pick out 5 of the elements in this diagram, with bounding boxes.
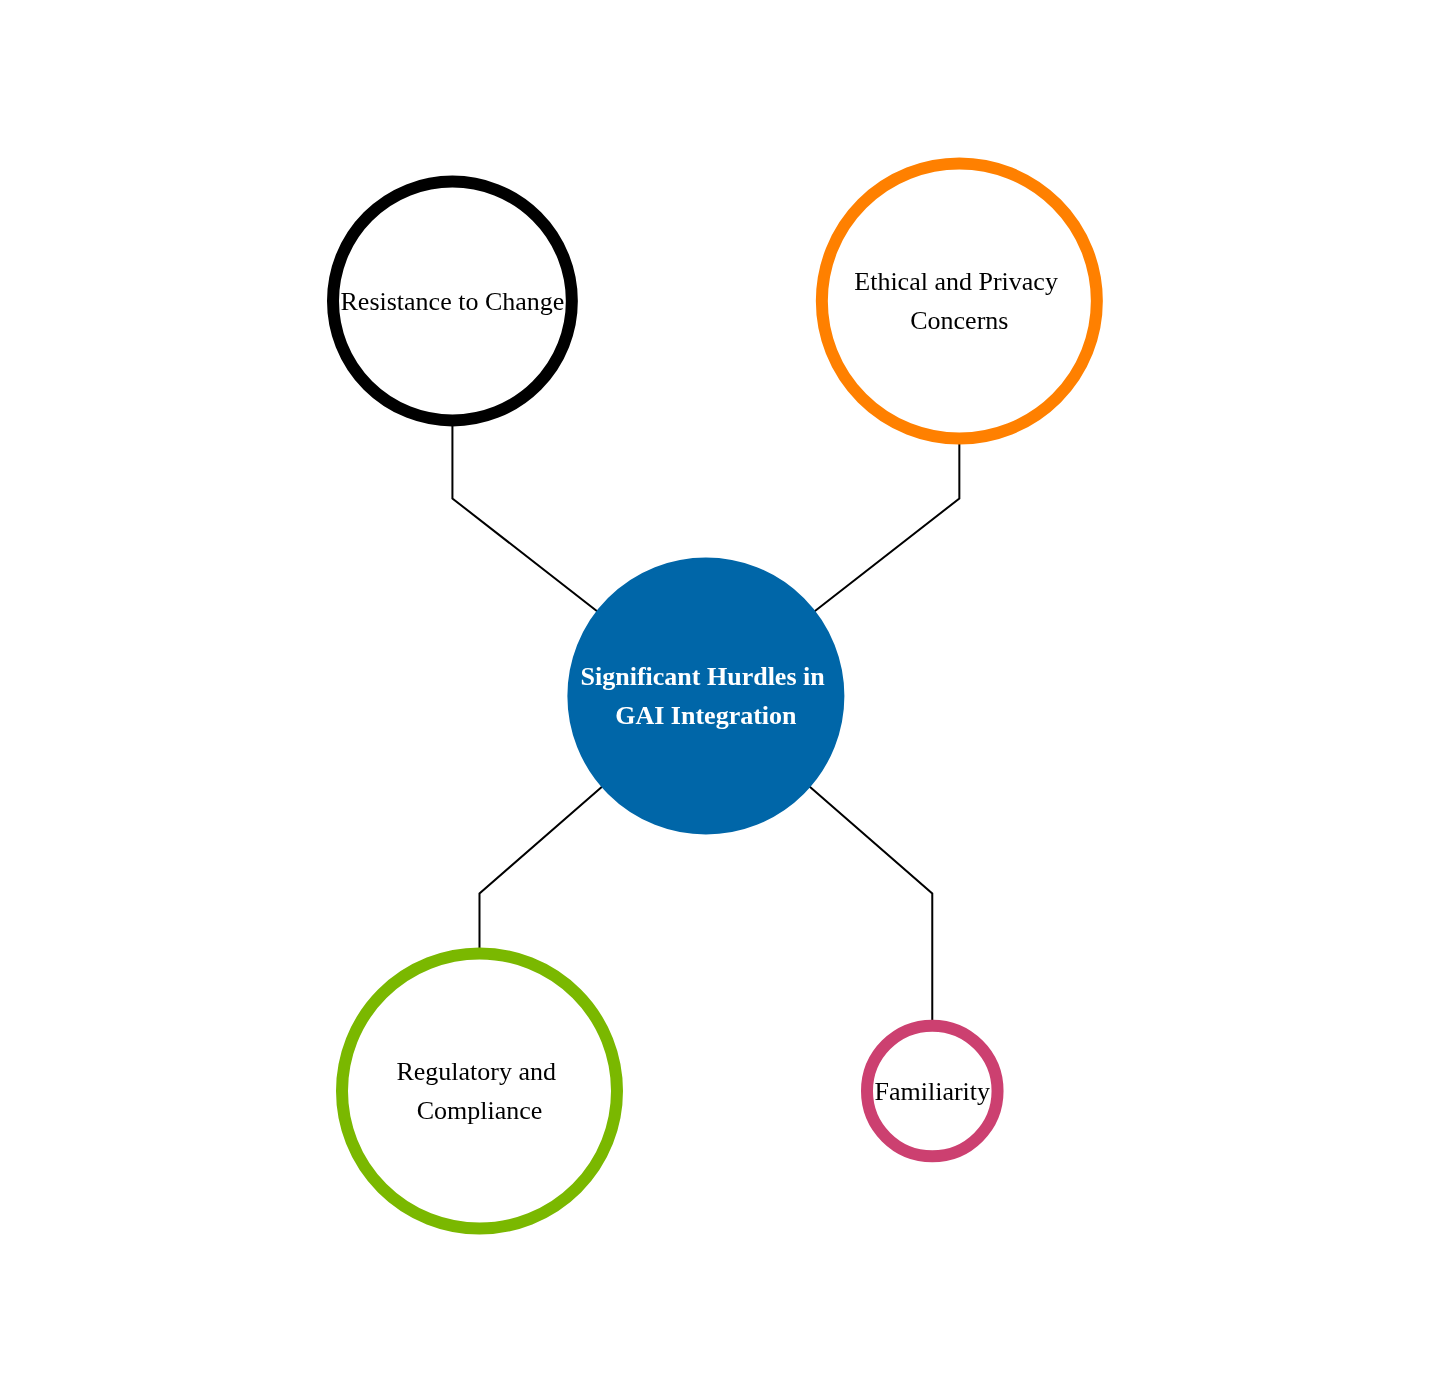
node-circle: Resistance to Change — [326, 175, 578, 426]
node-circle: Ethical and Privacy Concerns — [815, 157, 1103, 444]
node-circle: Significant Hurdles in GAI Integration — [566, 557, 844, 834]
node-circle: Regulatory and Compliance — [335, 947, 623, 1234]
node-circle: Familiarity — [860, 1019, 1004, 1162]
